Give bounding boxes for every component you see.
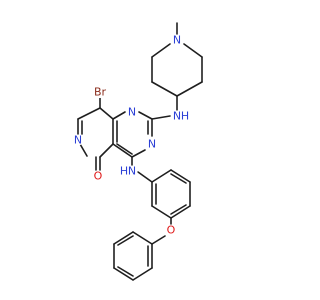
bond bbox=[131, 149, 146, 158]
bond bbox=[170, 173, 187, 184]
bond bbox=[116, 143, 133, 155]
bond bbox=[113, 231, 134, 245]
bond bbox=[151, 43, 171, 58]
chemical-structure: N N H N N N O N H O Br bbox=[72, 22, 203, 281]
bond bbox=[151, 81, 178, 97]
atom-label-n: N bbox=[173, 110, 181, 123]
bond bbox=[151, 235, 166, 245]
atom-labels: N N H N N N O N H O Br bbox=[72, 34, 189, 237]
bond bbox=[170, 205, 191, 219]
atom-label-n: N bbox=[128, 106, 136, 119]
atom-label-o: O bbox=[94, 170, 103, 183]
atom-label-n: N bbox=[173, 34, 181, 47]
bond bbox=[99, 107, 114, 120]
atom-label-h: H bbox=[120, 165, 128, 178]
bond bbox=[117, 266, 134, 277]
bond bbox=[79, 143, 88, 157]
bonds bbox=[77, 22, 203, 281]
bond bbox=[99, 143, 114, 158]
bond bbox=[151, 115, 171, 120]
atom-label-br: Br bbox=[94, 86, 107, 99]
atom-label-h: H bbox=[181, 110, 189, 123]
bond bbox=[170, 204, 187, 215]
bond bbox=[138, 111, 153, 120]
bond bbox=[183, 43, 203, 58]
bond bbox=[117, 235, 134, 246]
bond bbox=[137, 171, 153, 183]
bond bbox=[170, 169, 191, 183]
bond bbox=[151, 169, 172, 183]
bond bbox=[132, 267, 153, 281]
bond bbox=[77, 107, 101, 120]
atom-label-o: O bbox=[167, 224, 176, 237]
atom-label-n: N bbox=[128, 165, 136, 178]
atom-label-n: N bbox=[74, 134, 82, 147]
bond bbox=[112, 111, 126, 120]
bond bbox=[113, 267, 134, 281]
bond bbox=[112, 143, 133, 158]
bond bbox=[132, 231, 153, 245]
bond bbox=[176, 81, 203, 97]
atom-label-n: N bbox=[148, 138, 156, 151]
bond bbox=[151, 205, 172, 219]
